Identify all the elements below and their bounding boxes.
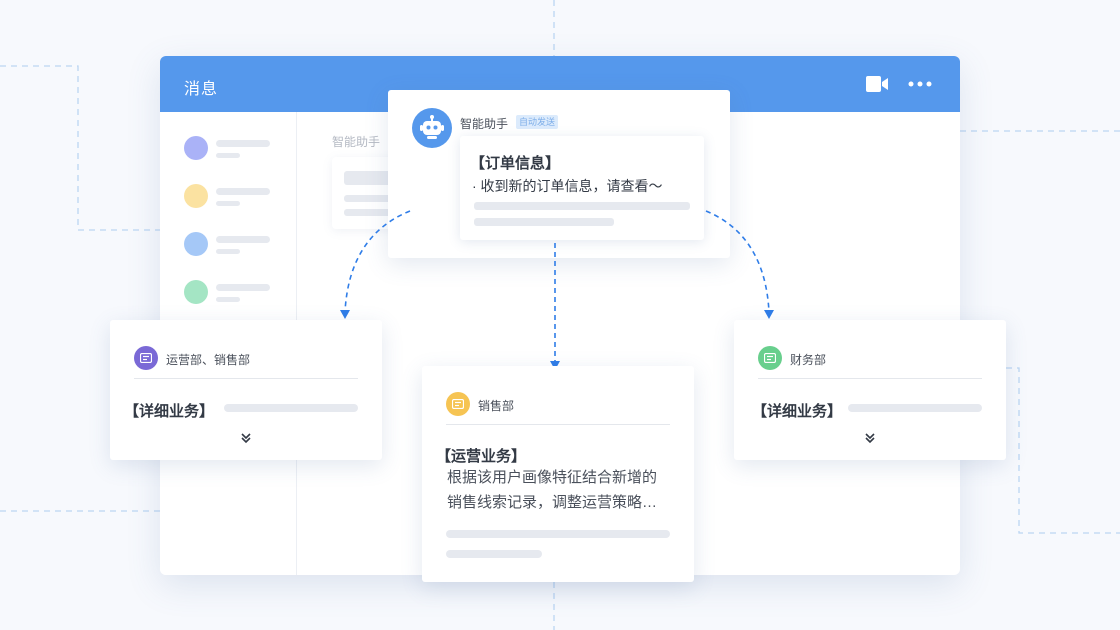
dept-heading: 【运营业务】	[436, 448, 527, 465]
dept-avatar	[446, 392, 470, 416]
dept-body-line: 根据该用户画像特征结合新增的	[447, 469, 658, 486]
contact-name-placeholder	[216, 188, 270, 195]
dept-name: 销售部	[478, 399, 515, 413]
avatar	[184, 232, 208, 256]
contact-sub-placeholder	[216, 297, 240, 302]
contact-sub-placeholder	[216, 201, 240, 206]
assistant-message-card: 智能助手 自动发送 【订单信息】 · 收到新的订单信息，请查看～	[388, 90, 730, 258]
dept-card-sales[interactable]: 销售部 【运营业务】 根据该用户画像特征结合新增的 销售线索记录，调整运营策略…	[422, 366, 694, 582]
dept-body-line: 销售线索记录，调整运营策略…	[447, 494, 658, 511]
message-title: 【订单信息】	[470, 155, 561, 172]
dept-placeholder-bar	[446, 550, 542, 558]
contact-item[interactable]	[184, 136, 284, 164]
video-camera-icon[interactable]	[866, 75, 888, 93]
message-placeholder-line	[474, 202, 690, 210]
contact-item[interactable]	[184, 184, 284, 212]
divider	[134, 378, 358, 379]
contact-name-placeholder	[216, 140, 270, 147]
auto-send-badge: 自动发送	[516, 115, 559, 129]
more-dots-icon[interactable]	[908, 74, 932, 94]
divider	[446, 424, 670, 425]
window-title: 消息	[184, 81, 219, 98]
dept-heading: 【详细业务】	[752, 403, 843, 420]
dept-card-operations-sales[interactable]: 运营部、销售部 【详细业务】	[110, 320, 382, 460]
message-icon	[140, 353, 152, 363]
message-icon	[764, 353, 776, 363]
order-message-bubble[interactable]: 【订单信息】 · 收到新的订单信息，请查看～	[460, 136, 704, 240]
message-icon	[452, 399, 464, 409]
double-chevron-down-icon[interactable]	[240, 432, 252, 444]
dept-name: 运营部、销售部	[166, 353, 251, 367]
assistant-name: 智能助手	[460, 117, 509, 131]
dept-placeholder-bar	[446, 530, 670, 538]
dept-avatar	[134, 346, 158, 370]
dept-avatar	[758, 346, 782, 370]
contact-sub-placeholder	[216, 153, 240, 158]
contact-sub-placeholder	[216, 249, 240, 254]
message-text: · 收到新的订单信息，请查看～	[472, 178, 663, 194]
dept-placeholder-bar	[848, 404, 982, 412]
avatar	[184, 280, 208, 304]
divider	[758, 378, 982, 379]
contact-name-placeholder	[216, 236, 270, 243]
chat-contact-label: 智能助手	[332, 135, 381, 149]
dept-heading: 【详细业务】	[124, 403, 215, 420]
robot-icon	[420, 115, 444, 139]
contact-item[interactable]	[184, 280, 284, 308]
dept-card-finance[interactable]: 财务部 【详细业务】	[734, 320, 1006, 460]
message-placeholder-line	[474, 218, 614, 226]
avatar	[184, 136, 208, 160]
dept-placeholder-bar	[224, 404, 358, 412]
contact-item[interactable]	[184, 232, 284, 260]
dept-name: 财务部	[790, 353, 827, 367]
assistant-avatar	[412, 108, 452, 148]
double-chevron-down-icon[interactable]	[864, 432, 876, 444]
avatar	[184, 184, 208, 208]
contact-name-placeholder	[216, 284, 270, 291]
